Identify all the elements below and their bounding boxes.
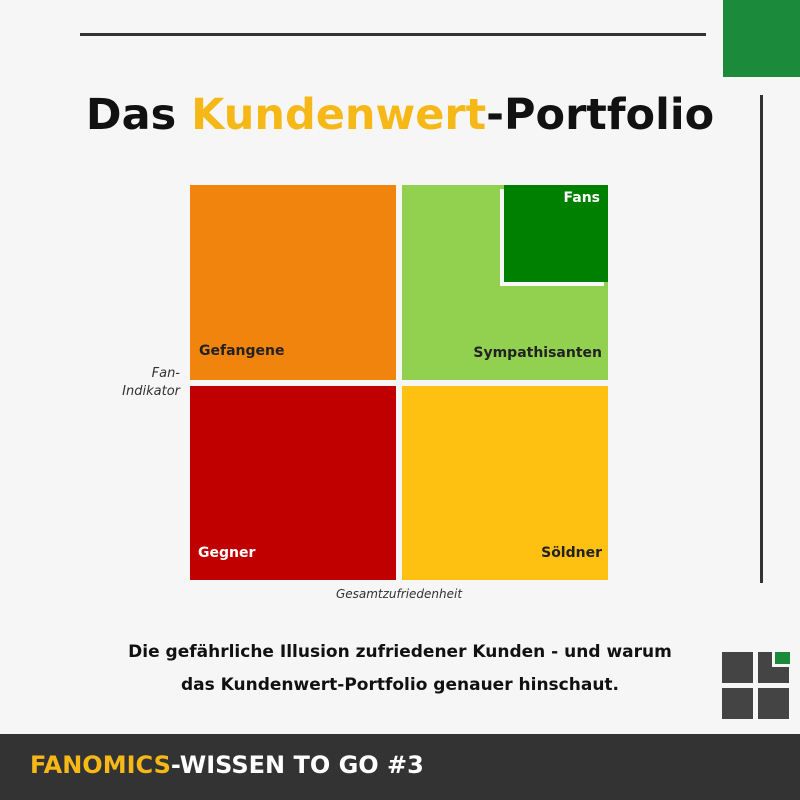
subtitle-line-1: Die gefährliche Illusion zufriedener Kun… [128,642,672,662]
page-title: Das Kundenwert-Portfolio [0,90,800,140]
label-sympathisanten: Sympathisanten [473,345,602,361]
title-part-1: Das [85,90,192,140]
label-gegner: Gegner [198,545,256,561]
footer-bar: FANOMICS-WISSEN TO GO #3 [0,734,800,800]
footer-brand: FANOMICS [30,751,171,779]
subtitle-line-2: das Kundenwert-Portfolio genauer hinscha… [180,675,620,695]
top-divider-line [80,33,706,36]
x-axis-label: Gesamtzufriedenheit [335,587,463,601]
y-axis-label-line-2: Indikator [122,384,180,399]
label-soeldner: Söldner [541,545,602,561]
right-divider-line [760,95,763,583]
quadrant-fans [504,185,608,282]
title-part-2: -Portfolio [486,90,715,140]
quadrant-gegner [190,386,396,580]
footer-title: FANOMICS-WISSEN TO GO #3 [30,751,424,779]
footer-rest: -WISSEN TO GO #3 [170,751,424,779]
label-gefangene: Gefangene [199,343,285,359]
quadrant-gefangene [190,185,396,380]
title-accent: Kundenwert [191,90,487,140]
quadrant-soeldner [402,386,608,580]
fanomics-logo-icon [722,652,790,720]
y-axis-label-line-1: Fan- [151,366,180,381]
y-axis-label: Fan- Indikator [122,365,180,401]
label-fans: Fans [563,190,601,206]
corner-accent-square [723,0,800,77]
subtitle: Die gefährliche Illusion zufriedener Kun… [0,636,800,702]
